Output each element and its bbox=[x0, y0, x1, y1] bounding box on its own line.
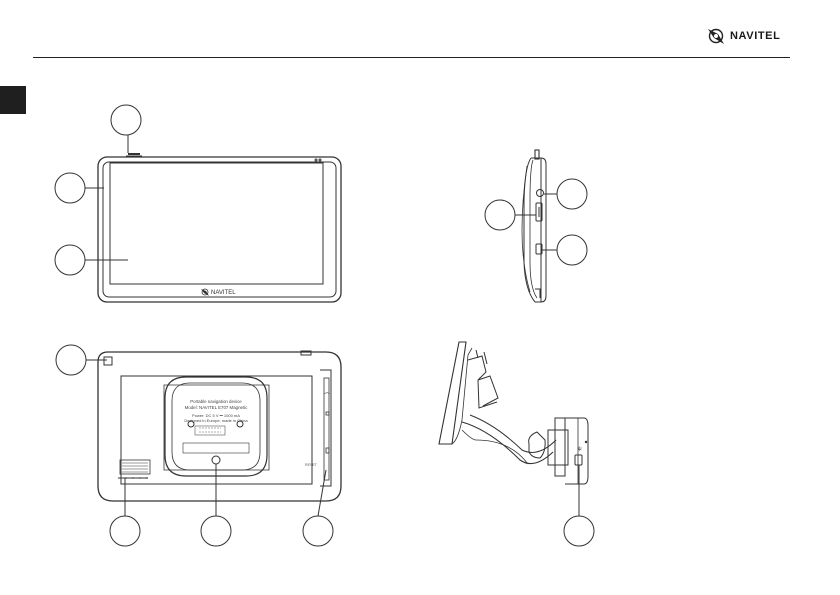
screen-logo-icon bbox=[201, 288, 209, 296]
callout-circle bbox=[54, 172, 86, 204]
callout-circle bbox=[484, 199, 516, 231]
callout-circle bbox=[54, 244, 86, 276]
callout-circle bbox=[563, 515, 595, 547]
device-front-view: NAVITEL bbox=[97, 153, 342, 303]
svg-text:⌒: ⌒ bbox=[324, 393, 330, 400]
svg-text:ψ: ψ bbox=[578, 446, 582, 452]
screen-logo-text: NAVITEL bbox=[211, 290, 236, 296]
reset-mark: RESET bbox=[305, 463, 318, 467]
device-back-view: ⌒ bbox=[97, 350, 342, 502]
navitel-logo: NAVITEL bbox=[706, 24, 780, 48]
language-tab bbox=[0, 86, 26, 114]
back-label-line: Model: NAVITEL E707 Magnetic bbox=[185, 405, 249, 410]
device-side-view bbox=[521, 149, 547, 303]
back-label-line: Power: DC 5 V ⎓ 1000 mA bbox=[192, 413, 240, 418]
back-label-line: Portable navigation device bbox=[190, 399, 242, 404]
callout-circle bbox=[109, 515, 141, 547]
device-back-label: Portable navigation device Model: NAVITE… bbox=[184, 399, 248, 423]
callout-circle bbox=[556, 234, 588, 266]
back-label-line: Designed in Europe, made in China bbox=[184, 418, 248, 423]
navitel-compass-star-icon bbox=[708, 28, 724, 44]
brand-name: NAVITEL bbox=[730, 30, 781, 42]
callout-circle bbox=[110, 104, 142, 136]
suction-mount-view: ψ bbox=[438, 341, 589, 485]
callout-circle bbox=[200, 515, 232, 547]
callout-circle bbox=[556, 178, 588, 210]
callout-circle bbox=[302, 515, 334, 547]
callout-circle bbox=[55, 344, 87, 376]
header-divider bbox=[33, 57, 790, 58]
